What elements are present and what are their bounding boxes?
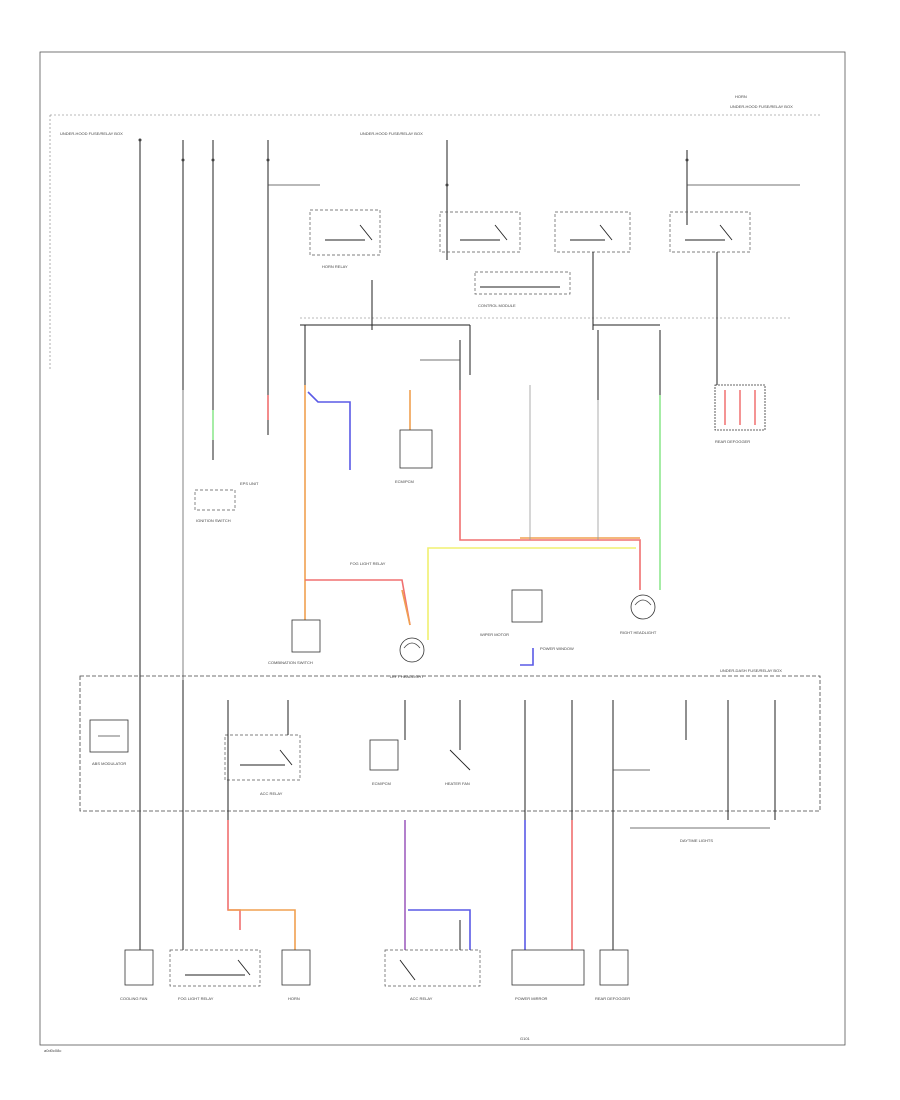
- power-mirror-label: POWER MIRROR: [515, 996, 548, 1001]
- ignition-switch-box: IGNITION SWITCH: [194, 489, 236, 523]
- yellow-wire: [427, 547, 636, 640]
- headlight-relay-2: [554, 211, 631, 253]
- cooling-fan-label: COOLING FAN: [120, 996, 147, 1001]
- heater-fan-label: HEATER FAN: [445, 781, 470, 786]
- combination-switch-label: COMBINATION SWITCH: [268, 660, 313, 665]
- red-wire-lower-left: [227, 820, 241, 930]
- under-hood-fuse-box-label: UNDER-HOOD FUSE/RELAY BOX: [730, 104, 793, 109]
- rear-defogger-bottom-label: REAR DEFOGGER: [595, 996, 630, 1001]
- red-wire-mid: [459, 390, 641, 590]
- fuse-box-note-mid: UNDER-HOOD FUSE/RELAY BOX: [360, 131, 423, 136]
- orange-wire-lower-left: [228, 909, 296, 950]
- control-module-box: CONTROL MODULE: [474, 271, 571, 308]
- fuel-sensor-label: ECM/PCM: [395, 479, 414, 484]
- headlight-relay-3: [669, 211, 751, 253]
- wiper-motor-component: WIPER MOTOR: [480, 589, 543, 637]
- left-headlight-component: LEFT HEADLIGHT: [390, 637, 425, 679]
- triple-connector: REAR DEFOGGER: [714, 384, 766, 444]
- horn-relay-label: HORN RELAY: [322, 264, 348, 269]
- diagram-id: a0d0c08c: [44, 1048, 61, 1053]
- acc-relay-bottom-label: ACC RELAY: [410, 996, 433, 1001]
- under-dash-fuse-box: [79, 675, 821, 812]
- abs-modulator-label: ABS MODULATOR: [92, 761, 126, 766]
- ignition-switch-label: IGNITION SWITCH: [196, 518, 231, 523]
- blue-wire-top: [307, 391, 351, 470]
- colored-wires: [212, 385, 661, 950]
- wiper-motor-label: WIPER MOTOR: [480, 632, 509, 637]
- fuse-symbols: [138, 138, 689, 187]
- eps-unit-label: EPS UNIT: [240, 481, 259, 486]
- under-dash-fuse-box-label: UNDER-DASH FUSE/RELAY BOX: [720, 668, 782, 673]
- fog-label: FOG LIGHT RELAY: [350, 561, 386, 566]
- gray-wires: [182, 385, 599, 680]
- horn-relay: HORN RELAY: [309, 209, 381, 269]
- blue-short-bottom: [520, 648, 534, 666]
- right-headlight-component: RIGHT HEADLIGHT: [620, 594, 657, 635]
- acc-relay-label: ACC RELAY: [260, 791, 283, 796]
- daytime-lights-label: DAYTIME LIGHTS: [680, 838, 713, 843]
- fuse-box-note-left: UNDER-HOOD FUSE/RELAY BOX: [60, 131, 123, 136]
- mid-bus-wires: [300, 252, 718, 400]
- horn-label: HORN: [288, 996, 300, 1001]
- under-hood-fuse-box-outline: [49, 114, 820, 370]
- fog-light-relay-label: FOG LIGHT RELAY: [178, 996, 214, 1001]
- fuel-sensor-component: ECM/PCM: [395, 429, 433, 484]
- ground-label: G101: [520, 1036, 531, 1041]
- orange-wire-lower: [401, 589, 411, 626]
- red-orange-cross: [305, 579, 411, 626]
- combination-switch-component: COMBINATION SWITCH: [268, 619, 321, 665]
- bottom-components: COOLING FAN FOG LIGHT RELAY HORN ACC REL…: [120, 820, 630, 1041]
- left-headlight-label: LEFT HEADLIGHT: [390, 674, 424, 679]
- top-fuse-wires: [139, 140, 800, 820]
- power-window-label: POWER WINDOW: [540, 646, 574, 651]
- rear-defogger-label: REAR DEFOGGER: [715, 439, 750, 444]
- control-module-label: CONTROL MODULE: [478, 303, 516, 308]
- headlight-relay-1: [439, 211, 521, 253]
- right-headlight-label: RIGHT HEADLIGHT: [620, 630, 657, 635]
- ecm-label: ECM/PCM: [372, 781, 391, 786]
- diagram-border: [39, 51, 846, 1046]
- horn-label-top: HORN: [735, 94, 747, 99]
- blue-wire-lower: [408, 909, 471, 950]
- under-dash-internal: ABS MODULATOR ACC RELAY ECM/PCM HEATER F…: [89, 700, 776, 843]
